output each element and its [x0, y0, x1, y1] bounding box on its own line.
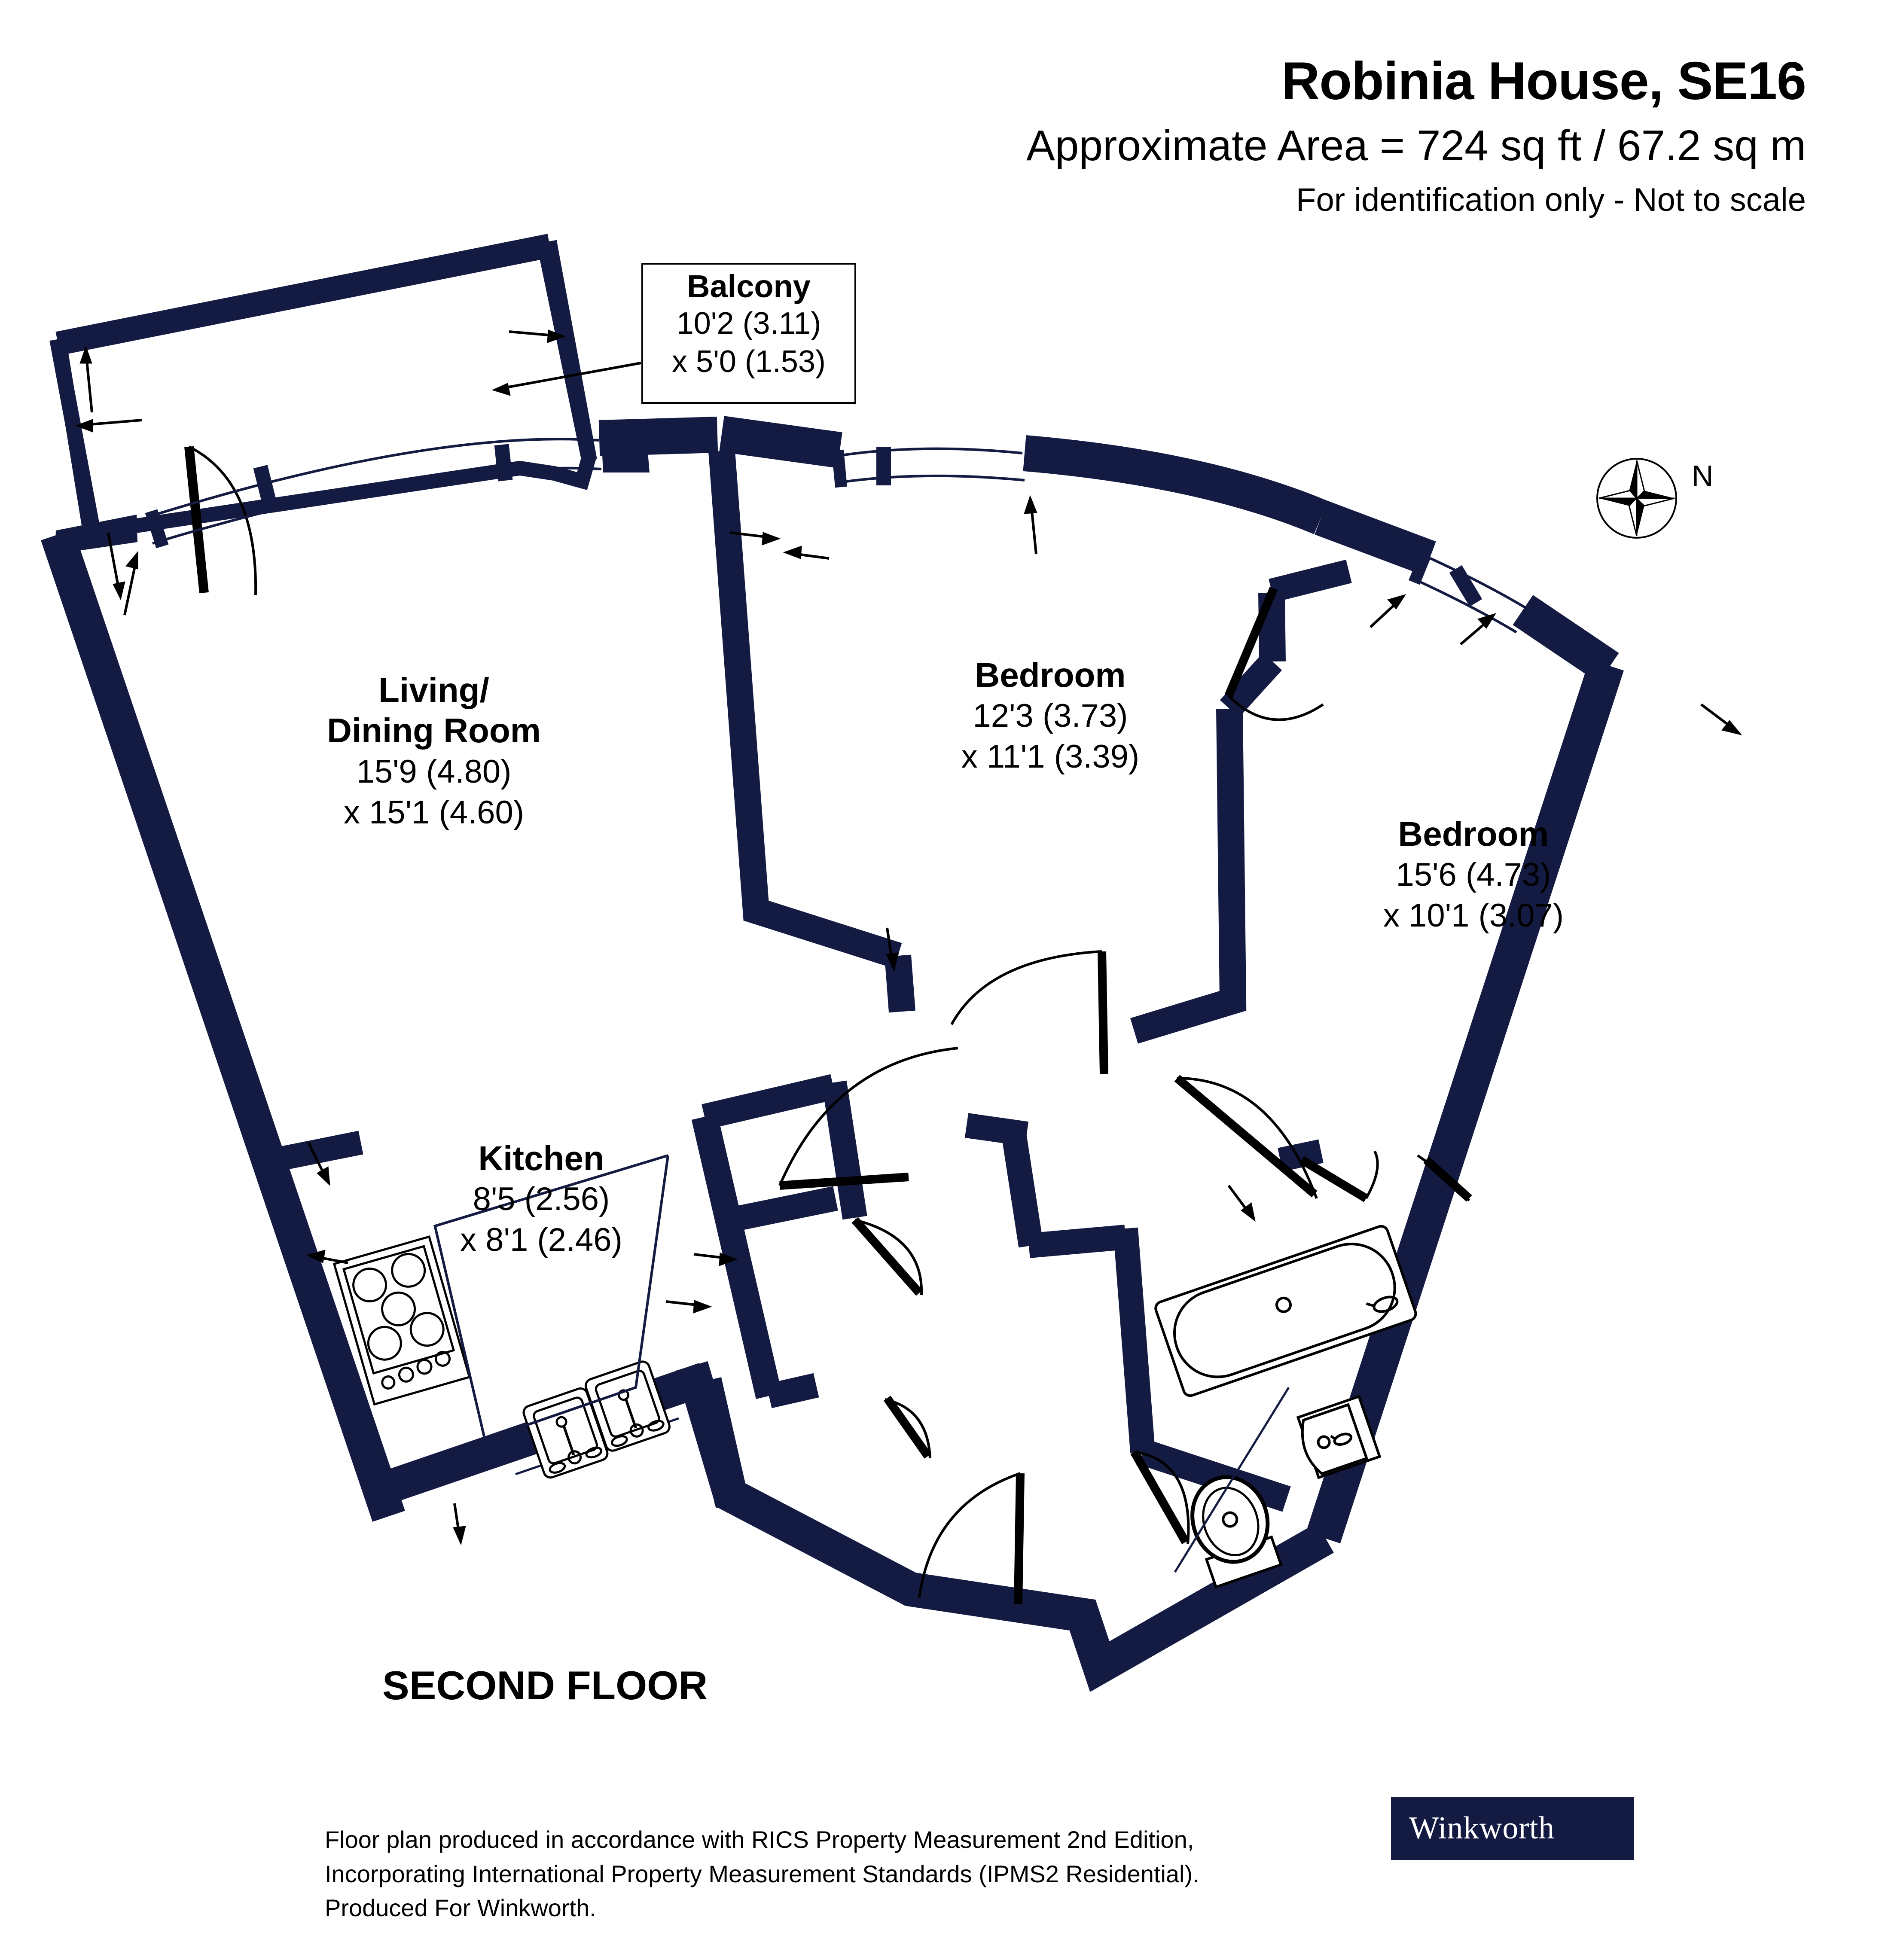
washbasin-icon — [1296, 1395, 1382, 1479]
kitchen-name: Kitchen — [478, 1139, 604, 1177]
toilet-icon — [1190, 1475, 1283, 1589]
bathtub-icon — [1154, 1225, 1417, 1397]
header-block: Robinia House, SE16 Approximate Area = 7… — [517, 52, 1806, 220]
bedroom2-name: Bedroom — [1398, 815, 1549, 853]
compass-north-label: N — [1692, 459, 1714, 493]
balcony-outline — [49, 234, 597, 595]
room-label-bedroom-2: Bedroom 15'6 (4.73) x 10'1 (3.07) — [1280, 814, 1667, 936]
bedroom1-window-band — [832, 447, 1025, 488]
fixtures-layer — [332, 1154, 1417, 1589]
living-dim-1: 15'9 (4.80) — [356, 753, 512, 790]
balcony-dim-2: x 5'0 (1.53) — [672, 344, 826, 379]
bedroom1-name: Bedroom — [975, 656, 1126, 694]
floor-title: SECOND FLOOR — [382, 1663, 708, 1708]
kitchen-dim-1: 8'5 (2.56) — [473, 1181, 610, 1218]
room-label-bedroom-1: Bedroom 12'3 (3.73) x 11'1 (3.39) — [857, 655, 1244, 777]
living-dim-2: x 15'1 (4.60) — [343, 794, 525, 831]
winkworth-logo-text: Winkworth — [1409, 1811, 1555, 1846]
dimension-arrows — [75, 329, 1742, 1545]
kitchen-dim-2: x 8'1 (2.46) — [460, 1222, 622, 1259]
balcony-callout-box: Balcony 10'2 (3.11) x 5'0 (1.53) — [641, 263, 856, 404]
kitchen-hob-icon — [332, 1235, 471, 1406]
bedroom2-window-band — [1409, 552, 1530, 634]
balcony-dim-1: 10'2 (3.11) — [676, 306, 821, 341]
footer-line-3: Produced For Winkworth. — [325, 1894, 596, 1922]
page-title: Robinia House, SE16 — [1281, 52, 1806, 111]
bedroom1-dim-2: x 11'1 (3.39) — [961, 738, 1140, 775]
footer-disclaimer: Floor plan produced in accordance with R… — [325, 1823, 1199, 1925]
scale-disclaimer: For identification only - Not to scale — [1296, 181, 1806, 218]
footer-line-2: Incorporating International Property Mea… — [325, 1860, 1199, 1887]
living-name-line1: Living/ — [378, 671, 489, 709]
footer-line-1: Floor plan produced in accordance with R… — [325, 1826, 1194, 1853]
compass-icon — [1596, 458, 1677, 539]
door-layer — [778, 587, 1472, 1605]
bedroom1-dim-1: 12'3 (3.73) — [973, 698, 1128, 735]
living-name-line2: Dining Room — [327, 711, 541, 750]
living-window-band — [145, 438, 602, 549]
bedroom2-dim-2: x 10'1 (3.07) — [1383, 897, 1564, 934]
kitchen-sink-icon — [522, 1360, 671, 1479]
balcony-label: Balcony — [687, 268, 811, 304]
area-summary: Approximate Area = 724 sq ft / 67.2 sq m — [1026, 121, 1806, 170]
winkworth-logo: Winkworth — [1391, 1797, 1634, 1860]
bedroom2-dim-1: 15'6 (4.73) — [1396, 857, 1551, 893]
room-label-kitchen: Kitchen 8'5 (2.56) x 8'1 (2.46) — [378, 1138, 705, 1260]
compass-rose: N — [1589, 447, 1731, 550]
room-label-living-dining: Living/ Dining Room 15'9 (4.80) x 15'1 (… — [241, 670, 627, 833]
